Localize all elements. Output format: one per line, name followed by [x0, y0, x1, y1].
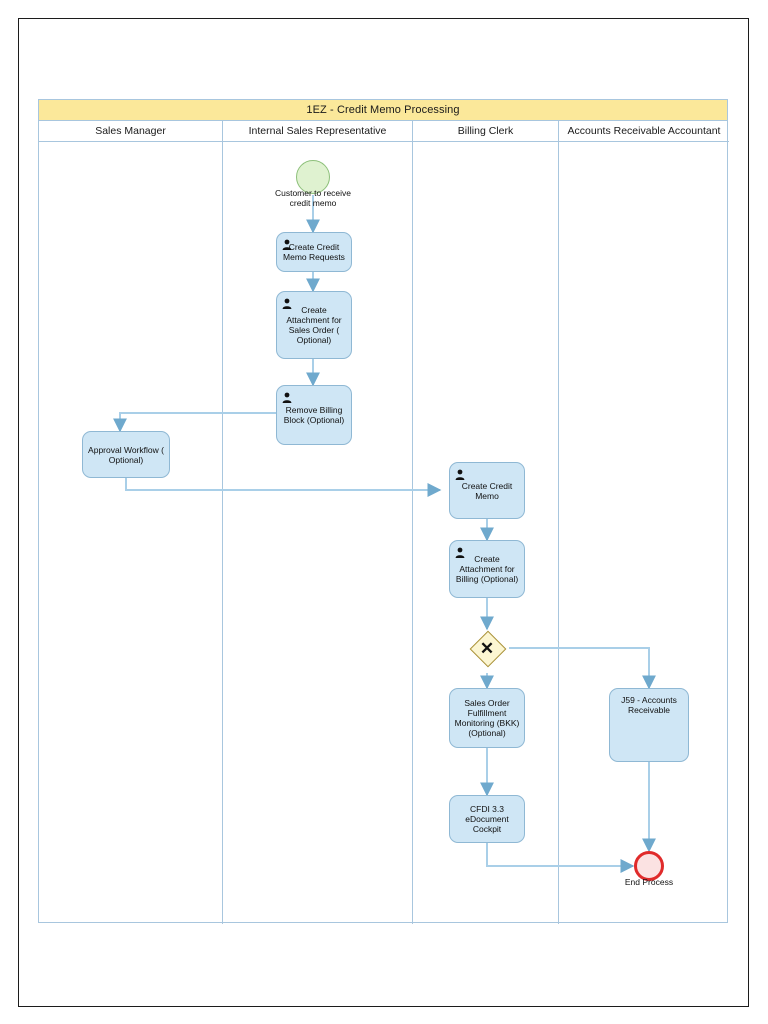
- lane-header-sales-manager: Sales Manager: [39, 121, 222, 142]
- task-label: Remove Billing Block (Optional): [283, 405, 345, 425]
- gateway-x-icon: ✕: [479, 638, 495, 658]
- pool-title: 1EZ - Credit Memo Processing: [39, 100, 727, 121]
- end-event-label: End Process: [624, 877, 674, 887]
- task-label: Create Credit Memo: [461, 480, 513, 501]
- lane-header-internal-sales-representative: Internal Sales Representative: [223, 121, 412, 142]
- task-approval-workflow[interactable]: Approval Workflow ( Optional): [82, 431, 170, 478]
- lane-sales-manager: Sales Manager: [39, 121, 223, 924]
- exclusive-gateway[interactable]: ✕: [469, 630, 507, 668]
- end-event-end-process[interactable]: [634, 851, 664, 881]
- lane-accounts-receivable-accountant: Accounts Receivable Accountant: [559, 121, 729, 924]
- task-create-attachment-for-billing[interactable]: Create Attachment for Billing (Optional): [449, 540, 525, 598]
- person-icon: [455, 467, 465, 480]
- lane-internal-sales-representative: Internal Sales Representative: [223, 121, 413, 924]
- person-icon: [282, 296, 292, 309]
- task-label: Sales Order Fulfillment Monitoring (BKK)…: [454, 698, 520, 738]
- task-label: CFDI 3.3 eDocument Cockpit: [465, 804, 509, 834]
- task-label: Create Credit Memo Requests: [283, 242, 345, 262]
- person-icon: [282, 237, 292, 250]
- task-remove-billing-block[interactable]: Remove Billing Block (Optional): [276, 385, 352, 445]
- pool-credit-memo-processing: 1EZ - Credit Memo Processing Sales Manag…: [38, 99, 729, 924]
- task-sales-order-fulfillment-monitoring[interactable]: Sales Order Fulfillment Monitoring (BKK)…: [449, 688, 525, 748]
- person-icon: [455, 545, 465, 558]
- start-event-customer-receive-credit-memo[interactable]: [296, 160, 330, 194]
- lane-billing-clerk: Billing Clerk: [413, 121, 559, 924]
- task-label: J59 - Accounts Receivable: [621, 695, 677, 715]
- task-label: Create Attachment for Sales Order ( Opti…: [286, 305, 342, 345]
- task-cfdi-edocument-cockpit[interactable]: CFDI 3.3 eDocument Cockpit: [449, 795, 525, 843]
- task-create-credit-memo[interactable]: Create Credit Memo: [449, 462, 525, 519]
- task-j59-accounts-receivable[interactable]: J59 - Accounts Receivable: [609, 688, 689, 762]
- lane-header-accounts-receivable-accountant: Accounts Receivable Accountant: [559, 121, 729, 142]
- person-icon: [282, 390, 292, 403]
- task-create-credit-memo-requests[interactable]: Create Credit Memo Requests: [276, 232, 352, 272]
- task-label: Approval Workflow ( Optional): [88, 444, 164, 465]
- task-label: Create Attachment for Billing (Optional): [455, 554, 519, 584]
- start-event-label: Customer to receive credit memo: [274, 188, 352, 208]
- task-create-attachment-for-sales-order[interactable]: Create Attachment for Sales Order ( Opti…: [276, 291, 352, 359]
- lane-header-billing-clerk: Billing Clerk: [413, 121, 558, 142]
